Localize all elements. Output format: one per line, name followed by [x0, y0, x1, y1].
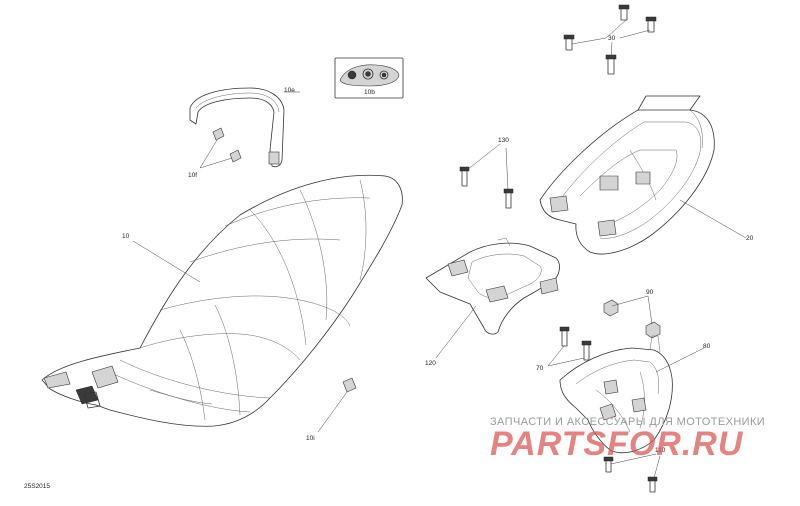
- callout-80: 80: [703, 343, 711, 350]
- part-10e-strap: [189, 87, 285, 168]
- callout-30: 30: [608, 35, 616, 42]
- callout-10i: 10i: [306, 435, 315, 442]
- part-70-bolts: [559, 326, 592, 361]
- callout-90: 90: [646, 289, 654, 296]
- figure-id: 25S2015: [24, 483, 50, 490]
- part-80-rear-cover: [559, 335, 673, 454]
- part-130-bolts: [459, 166, 514, 209]
- watermark-caption: ЗАПЧАСТИ И АКСЕССУАРЫ ДЛЯ МОТОТЕХНИКИ: [490, 416, 765, 428]
- callout-20: 20: [746, 235, 754, 242]
- part-120-tray: [425, 237, 560, 335]
- callout-130: 130: [498, 137, 509, 144]
- part-10b-decal-inset: [334, 57, 404, 99]
- callout-10f: 10f: [188, 172, 197, 179]
- callout-120: 120: [425, 360, 436, 367]
- part-10i-clip: [342, 377, 357, 393]
- callout-110: 110: [655, 447, 666, 454]
- part-110-screws: [603, 456, 658, 493]
- callout-70: 70: [536, 365, 544, 372]
- watermark-brand: PARTSFOR.RU: [490, 425, 744, 463]
- part-10-seat: [41, 174, 403, 427]
- part-90-nuts: [603, 299, 661, 339]
- callout-10: 10: [122, 233, 130, 240]
- part-20-grab-handle: [539, 95, 715, 255]
- callout-10b: 10b: [364, 89, 375, 96]
- part-10f-clips: [212, 127, 242, 163]
- watermark: ЗАПЧАСТИ И АКСЕССУАРЫ ДЛЯ МОТОТЕХНИКИ PA…: [490, 416, 765, 463]
- callout-10e: 10e: [284, 87, 295, 94]
